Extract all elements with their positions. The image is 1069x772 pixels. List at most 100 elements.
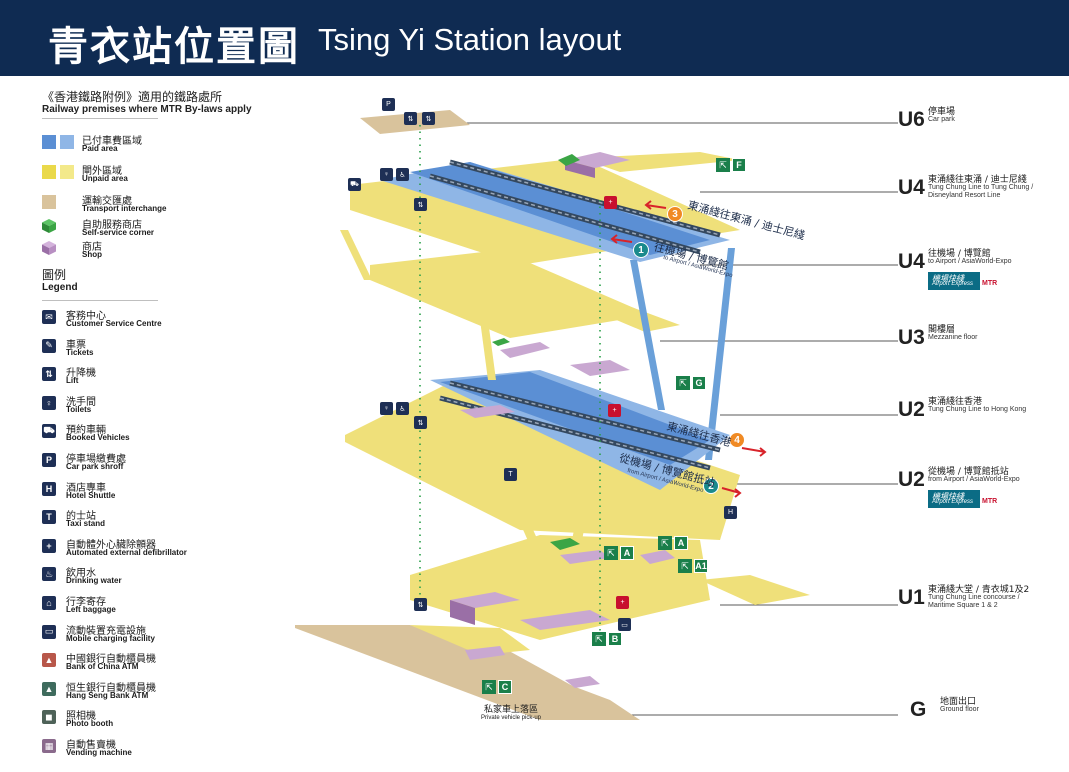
shop-cube-icon xyxy=(42,241,56,255)
airport-express-logo-box: 機場快綫 Airport Express xyxy=(928,272,980,290)
exit-a-east: ⇱ A xyxy=(658,536,688,550)
lift-icon: ⇅ xyxy=(42,367,56,382)
level-label-en: to Airport / AsiaWorld-Expo xyxy=(928,258,1012,265)
page-title-en: Tsing Yi Station layout xyxy=(318,22,622,57)
level-u6: U6 停車場 Car park xyxy=(898,102,1069,136)
exit-a1: ⇱ A1 xyxy=(678,559,708,573)
aed-icon: + xyxy=(604,196,617,209)
exit-icon: ⇱ xyxy=(658,536,672,550)
exit-icon: ⇱ xyxy=(716,158,730,172)
shop-label-en: Shop xyxy=(82,250,102,259)
exit-f: ⇱ F xyxy=(716,158,746,172)
legend-title-en: Legend xyxy=(42,282,78,293)
divider xyxy=(42,300,158,301)
exit-letter: A1 xyxy=(694,559,708,573)
u4-train-lower-windows xyxy=(429,175,701,253)
level-label-en: Tung Chung Line to Tung Chung / Disneyla… xyxy=(928,184,1034,199)
legend-item-label-en: Taxi stand xyxy=(66,519,105,529)
u4-train-upper-windows xyxy=(449,161,721,236)
lift-icon: ⇅ xyxy=(422,112,435,125)
header-banner: 青衣站位置圖 Tsing Yi Station layout xyxy=(0,0,1069,76)
exit-c: ⇱ C xyxy=(482,680,512,694)
left-baggage-icon: ⌂ xyxy=(42,596,56,610)
legend-item-label-zh: 升降機 xyxy=(66,368,96,380)
platform-3-badge: 3 xyxy=(667,206,683,222)
car-park-shroff-icon: P xyxy=(382,98,395,111)
level-label-en: Tung Chung Line to Hong Kong xyxy=(928,406,1027,413)
level-label-zh: 停車場 xyxy=(928,107,956,117)
premises-heading-en: Railway premises where MTR By-laws apply xyxy=(42,104,252,115)
legend-item-label-en: Tickets xyxy=(66,347,94,357)
accessible-toilet-icon: ♿ xyxy=(396,402,409,415)
exit-letter: C xyxy=(498,680,512,694)
mtr-logo: MTR xyxy=(982,498,998,505)
photo-booth-icon: ◼ xyxy=(42,710,56,725)
accessible-toilet-icon: ♿ xyxy=(396,168,409,181)
platform-1-badge: 1 xyxy=(633,242,649,258)
level-code: U1 xyxy=(898,586,925,609)
lift-icon: ⇅ xyxy=(414,198,427,211)
level-code: G xyxy=(910,698,927,721)
unpaid-area-label-en: Unpaid area xyxy=(82,174,128,183)
aed-icon: + xyxy=(608,404,621,417)
transport-interchange-swatch xyxy=(42,195,56,209)
legend-item-label-zh: 飲用水 xyxy=(66,568,96,580)
mobile-charging-icon: ▭ xyxy=(618,618,631,631)
unpaid-area-swatch-dark xyxy=(42,165,56,179)
legend-item-label-en: Mobile charging facility xyxy=(66,633,155,643)
self-service-cube-icon xyxy=(42,219,56,233)
exit-icon: ⇱ xyxy=(592,632,606,646)
level-label-en: Ground floor xyxy=(940,706,979,713)
level-code: U4 xyxy=(898,176,925,199)
drinking-water-icon: ♨ xyxy=(42,567,56,582)
u2-train-lower-windows xyxy=(439,397,711,469)
level-u3: U3 閣樓層 Mezzanine floor xyxy=(898,320,1069,354)
level-label-en: Mezzanine floor xyxy=(928,334,978,341)
legend-item-label-en: Bank of China ATM xyxy=(66,662,139,672)
legend-item-label-en: Automated external defibrillator xyxy=(66,547,187,557)
legend-item-label-zh: 預約車輛 xyxy=(66,425,106,437)
aed-icon: + xyxy=(42,538,56,553)
level-u4-airport: U4 往機場 / 博覽館 to Airport / AsiaWorld-Expo xyxy=(898,244,1069,278)
platform-4-badge: 4 xyxy=(729,432,745,448)
exit-letter: A xyxy=(620,546,634,560)
level-label-zh: 東涌綫大堂 / 青衣城1及2 xyxy=(928,585,1030,595)
paid-area-label-en: Paid area xyxy=(82,144,118,153)
level-code: U2 xyxy=(898,468,925,491)
level-u2-hong-kong: U2 東涌綫往香港 Tung Chung Line to Hong Kong xyxy=(898,392,1069,426)
shop-label-zh: 商店 xyxy=(82,242,102,253)
self-service-corners xyxy=(492,154,580,550)
level-leader-lines xyxy=(466,122,898,716)
legend-item-label-en: Photo booth xyxy=(66,719,114,729)
level-label-zh: 東涌綫往東涌 / 迪士尼綫 xyxy=(928,175,1027,185)
paid-area-swatch-light xyxy=(60,135,74,149)
level-u2-airport: U2 從機場 / 博覽館抵站 from Airport / AsiaWorld-… xyxy=(898,462,1069,496)
legend-item-label-zh: 酒店專車 xyxy=(66,482,106,494)
legend-item-label-en: Customer Service Centre xyxy=(66,319,162,328)
self-service-label-zh: 自助服務商店 xyxy=(82,220,142,231)
ticket-icon: ✎ xyxy=(42,338,56,353)
level-label-zh: 從機場 / 博覽館抵站 xyxy=(928,467,1009,477)
shops xyxy=(450,152,675,688)
legend-item-label-zh: 的士站 xyxy=(66,511,96,523)
boc-atm-icon: ▲ xyxy=(42,653,56,668)
paid-area-label-zh: 已付車費區域 xyxy=(82,136,142,147)
airport-express-label-en: Airport Express xyxy=(932,499,974,505)
u4-upper-walkway xyxy=(580,152,740,172)
legend-panel: 《香港鐵路附例》適用的鐵路處所 Railway premises where M… xyxy=(0,76,270,772)
airport-express-label-en: Airport Express xyxy=(932,281,974,287)
pickup-label-en: Private vehicle pick-up xyxy=(480,715,542,721)
pickup-label-zh: 私家車上落區 xyxy=(483,705,538,715)
legend-item-label-en: Hotel Shuttle xyxy=(66,490,116,500)
